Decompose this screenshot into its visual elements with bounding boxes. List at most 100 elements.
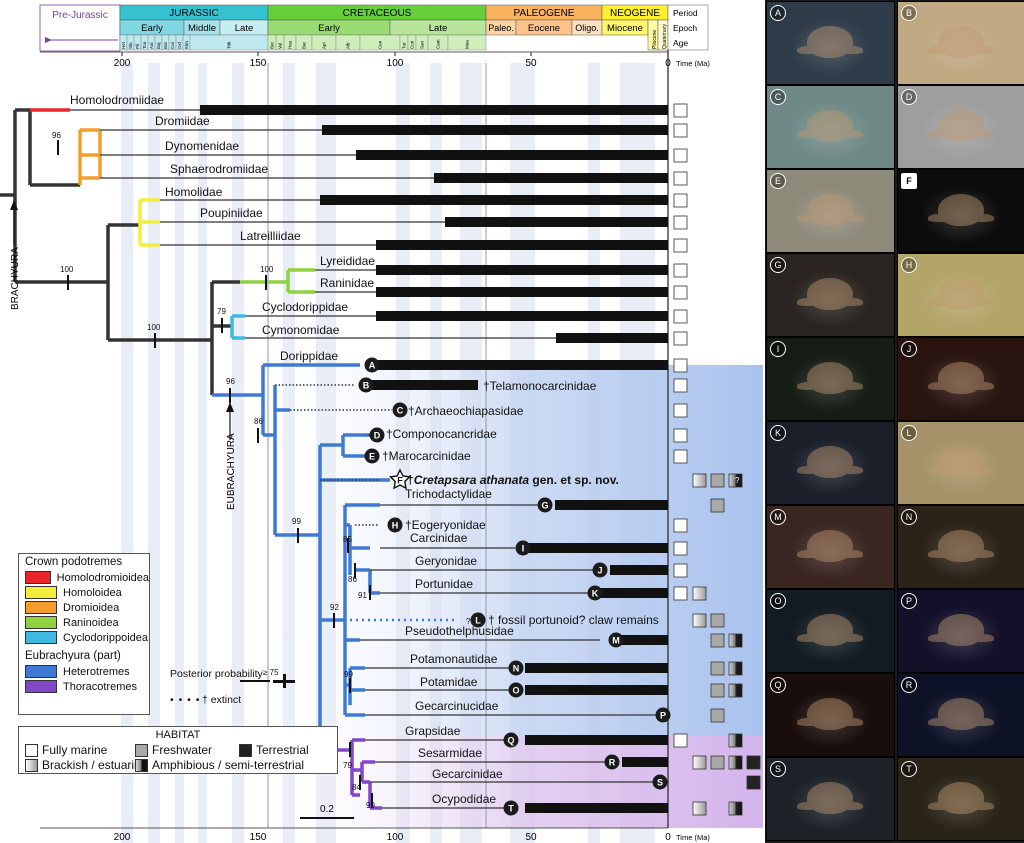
photo-t: T (897, 757, 1024, 841)
node-letter-K: K (592, 589, 599, 599)
row-label-epoch: Epoch (673, 23, 697, 33)
age-label: Toa (142, 41, 147, 49)
age-label: Sin (128, 42, 133, 49)
crab-silhouette-icon (807, 698, 853, 730)
node-letter-P: P (660, 711, 666, 721)
photo-m: M (766, 505, 895, 589)
photo-f: F (897, 169, 1024, 253)
legend-homolodromioidea: Homolodromioidea (19, 570, 149, 585)
crab-silhouette-icon (807, 530, 853, 562)
node-letter-F: F (397, 476, 403, 486)
support-node-91: 91 (358, 591, 367, 600)
label-fossil-portunoid: † fossil portunoid? claw remains (488, 613, 659, 627)
photo-letter: O (770, 593, 786, 609)
photo-r: R (897, 673, 1024, 757)
epoch-early-cretaceous: Early (318, 23, 340, 34)
habitat-title: HABITAT (155, 729, 201, 741)
support-values: 96 100 100 100 79 96 86 99 85 86 91 92 9… (52, 131, 375, 810)
crab-silhouette-icon (938, 26, 984, 58)
node-circle-D (369, 427, 385, 443)
habitat-cell (692, 801, 707, 816)
thin-branches (70, 109, 660, 809)
crab-silhouette-icon (938, 194, 984, 226)
photo-letter: K (770, 425, 786, 441)
node-circle-A (364, 357, 380, 373)
age-cell (447, 34, 487, 51)
period-pre-jurassic: Pre-Jurassic (52, 10, 108, 21)
photo-o: O (766, 589, 895, 673)
bottom-axis: 200 150 100 50 0 Time (Ma) (40, 827, 710, 843)
support-node-79: 79 (343, 761, 352, 770)
crab-silhouette-icon (807, 194, 853, 226)
habitat-cell (673, 309, 688, 324)
support-node-86b: 86 (348, 575, 357, 584)
node-circle-N (508, 660, 524, 676)
habitat-question-mark: ? (735, 476, 740, 485)
legend-dromioidea: Dromioidea (19, 600, 149, 615)
epoch-miocene: Miocene (607, 23, 643, 34)
age-label: Hau (288, 40, 293, 49)
label-homolidae: Homolidae (165, 185, 223, 199)
age-label: Baj (156, 42, 161, 49)
crab-silhouette-icon (807, 614, 853, 646)
legend-heterotremes: Heterotremes (19, 664, 149, 679)
habitat-cell (746, 755, 761, 770)
bottom-axis-unit: Time (Ma) (676, 833, 710, 842)
label-cyclodorippidae: Cyclodorippidae (262, 300, 348, 314)
crab-silhouette-icon (938, 362, 984, 394)
age-label: Het (121, 41, 126, 49)
photo-l: L (897, 421, 1024, 505)
age-label: Cam (436, 39, 441, 49)
period-jurassic: JURASSIC (169, 8, 218, 19)
photo-i: I (766, 337, 895, 421)
node-circle-M (608, 632, 624, 648)
age-label: Kim (184, 41, 189, 49)
photo-letter: G (770, 257, 786, 273)
label-cretapsara: †Cretapsara athanata gen. et sp. nov. (407, 473, 619, 487)
age-label: Cen (378, 40, 383, 49)
label-gecarcinucidae: Gecarcinucidae (415, 699, 499, 713)
habitat-cell (710, 613, 725, 628)
node-letter-E: E (369, 452, 375, 462)
age-label: Aal (149, 42, 154, 49)
habitat-cell (692, 586, 707, 601)
epoch-paleocene: Paleo. (488, 23, 514, 33)
photo-p: P (897, 589, 1024, 673)
habitat-cell (673, 193, 688, 208)
support-cyclodorippoidea: 79 (217, 307, 226, 316)
habitat-cell (710, 661, 725, 676)
node-letter-L: L (475, 616, 481, 626)
photo-letter: E (770, 173, 786, 189)
habitat-cell (673, 541, 688, 556)
node-circle-I (515, 540, 531, 556)
photo-letter: M (770, 509, 786, 525)
age-label: Tur (402, 42, 407, 49)
label-telamonocarcinidae: †Telamonocarcinidae (483, 379, 597, 393)
support-node-99a: 99 (292, 517, 301, 526)
taxon-labels: Homolodromiidae Dromiidae Dynomenidae Sp… (70, 93, 659, 806)
label-marocarcinidae: †Marocarcinidae (382, 449, 471, 463)
label-raninidae: Raninidae (320, 276, 374, 290)
age-label: Oxf (177, 41, 182, 49)
support-brachyura: 100 (60, 265, 74, 274)
label-portunidae: Portunidae (415, 577, 473, 591)
habitat-cell (728, 683, 743, 698)
photo-letter: S (770, 761, 786, 777)
habitat-cell (673, 428, 688, 443)
eubrachyura-label: EUBRACHYURA (226, 433, 237, 510)
top-tick-50: 50 (525, 58, 537, 69)
habitat-cell (692, 473, 707, 488)
photo-letter: I (770, 341, 786, 357)
support-dromioidea: 96 (52, 131, 61, 140)
habitat-cell (673, 285, 688, 300)
label-homolodromiidae: Homolodromiidae (70, 93, 164, 107)
node-circle-O (508, 682, 524, 698)
node-letter-I: I (522, 544, 525, 554)
habitat-cell (673, 563, 688, 578)
photo-n: N (897, 505, 1024, 589)
bottom-tick-150: 150 (250, 832, 267, 843)
habitat-brackish: Brackish / estuarine (25, 758, 147, 772)
epoch-pliocene: Pliocene (652, 30, 658, 49)
habitat-cell (673, 148, 688, 163)
habitat-cell (692, 755, 707, 770)
